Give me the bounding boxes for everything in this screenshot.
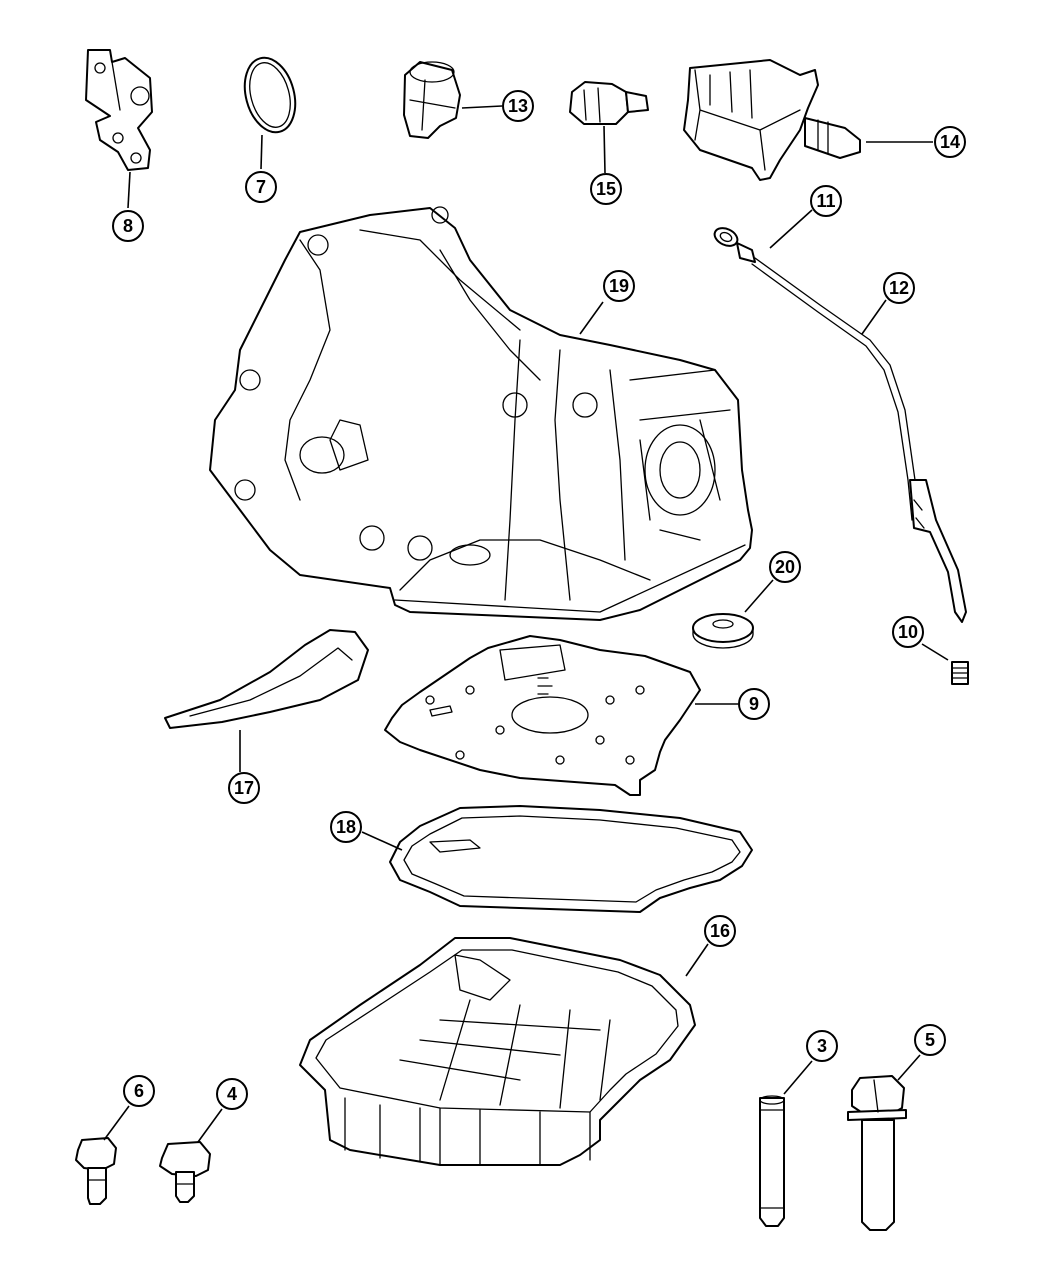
callout-label: 9 (749, 694, 759, 714)
callout-14: 14 (934, 126, 966, 158)
callout-6: 6 (123, 1075, 155, 1107)
callout-11: 11 (810, 185, 842, 217)
callout-20: 20 (769, 551, 801, 583)
separator-plate-part (384, 635, 701, 796)
dipstick-part (713, 227, 967, 623)
callout-label: 11 (816, 191, 835, 211)
callout-7: 7 (245, 171, 277, 203)
callout-18: 18 (330, 811, 362, 843)
callout-4: 4 (216, 1078, 248, 1110)
callout-label: 5 (925, 1030, 935, 1050)
bolt-4-part (159, 1141, 211, 1203)
stud-part (759, 1095, 785, 1227)
oil-pan-part (299, 937, 696, 1166)
callout-5: 5 (914, 1024, 946, 1056)
solenoid-pack-part (683, 59, 861, 181)
washer-part (692, 613, 754, 649)
callout-label: 17 (234, 778, 254, 798)
sensor-part (569, 81, 649, 125)
callout-label: 14 (940, 132, 960, 152)
callout-16: 16 (704, 915, 736, 947)
callout-label: 3 (817, 1036, 827, 1056)
callout-label: 13 (508, 96, 528, 116)
bolt-5-part (847, 1075, 907, 1231)
callout-label: 15 (596, 179, 616, 199)
bracket-part (85, 49, 153, 171)
callout-label: 6 (134, 1081, 144, 1101)
callout-3: 3 (806, 1030, 838, 1062)
callout-10: 10 (892, 616, 924, 648)
callout-label: 19 (609, 276, 629, 296)
callout-label: 8 (123, 216, 133, 236)
callout-label: 4 (227, 1084, 237, 1104)
plug-part (951, 661, 969, 685)
callout-13: 13 (502, 90, 534, 122)
callout-label: 16 (710, 921, 730, 941)
callout-17: 17 (228, 772, 260, 804)
callout-label: 20 (775, 557, 795, 577)
callout-9: 9 (738, 688, 770, 720)
callout-12: 12 (883, 272, 915, 304)
callout-label: 7 (256, 177, 266, 197)
o-ring-part (243, 56, 297, 134)
callout-15: 15 (590, 173, 622, 205)
callout-label: 12 (889, 278, 909, 298)
callout-label: 18 (336, 817, 356, 837)
bolt-6-part (75, 1137, 117, 1205)
callout-19: 19 (603, 270, 635, 302)
transmission-case-part (209, 206, 753, 621)
callout-label: 10 (898, 622, 918, 642)
pan-gasket-part (389, 805, 753, 913)
gasket-segment-part (164, 629, 369, 729)
leader-lines (103, 105, 949, 1143)
callout-8: 8 (112, 210, 144, 242)
fitting-part (403, 61, 461, 139)
